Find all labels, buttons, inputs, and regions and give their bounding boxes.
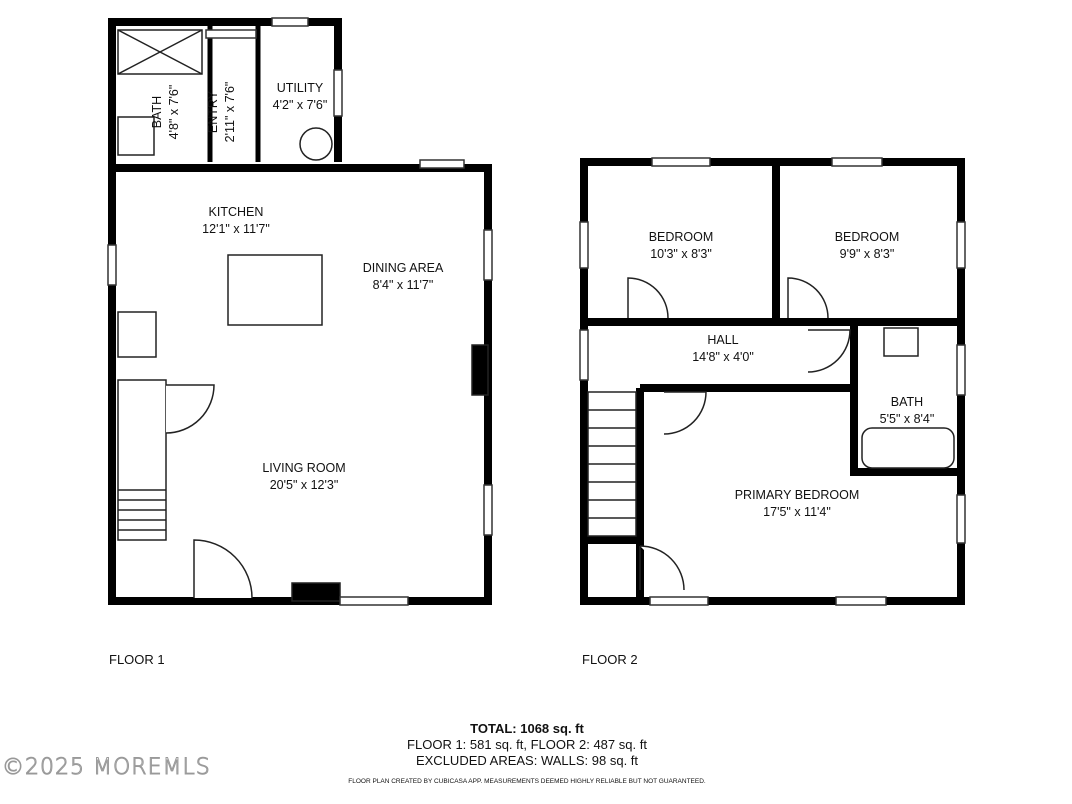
- room-label-living-room: LIVING ROOM 20'5" x 12'3": [262, 460, 345, 494]
- disclaimer: FLOOR PLAN CREATED BY CUBICASA APP. MEAS…: [348, 778, 706, 785]
- room-dims: 10'3" x 8'3": [650, 247, 712, 261]
- room-name: DINING AREA: [362, 261, 444, 275]
- room-name: BATH: [890, 395, 924, 409]
- room-label-bedroom-1: BEDROOM 10'3" x 8'3": [649, 229, 714, 263]
- stove: [117, 311, 157, 358]
- room-name: BATH: [150, 95, 164, 129]
- room-name: BEDROOM: [648, 230, 714, 244]
- excluded-areas: EXCLUDED AREAS: WALLS: 98 sq. ft: [415, 753, 639, 768]
- room-label-dining-area: DINING AREA 8'4" x 11'7": [363, 260, 444, 294]
- room-name: UTILITY: [276, 81, 324, 95]
- room-dims: 20'5" x 12'3": [269, 478, 339, 492]
- watermark: ©2025 MOREMLS: [2, 755, 211, 781]
- total-area: TOTAL: 1068 sq. ft: [470, 721, 584, 736]
- room-dims: 4'2" x 7'6": [272, 98, 328, 112]
- room-label-hall: HALL 14'8" x 4'0": [692, 332, 754, 366]
- room-dims: 8'4" x 11'7": [372, 278, 434, 292]
- floor-2-walls: [580, 158, 965, 605]
- room-name: LIVING ROOM: [262, 461, 346, 475]
- floor-2-windows: [579, 157, 966, 606]
- floor-areas: FLOOR 1: 581 sq. ft, FLOOR 2: 487 sq. ft: [407, 737, 647, 752]
- room-dims: 14'8" x 4'0": [692, 350, 754, 364]
- room-name: HALL: [707, 333, 739, 347]
- floor-1-label: FLOOR 1: [109, 652, 165, 667]
- room-dims: 9'9" x 8'3": [839, 247, 895, 261]
- floor-1-details: [117, 29, 489, 602]
- room-name: KITCHEN: [208, 205, 264, 219]
- room-dims: 5'5" x 8'4": [879, 412, 935, 426]
- room-name: BEDROOM: [834, 230, 900, 244]
- room-dims: 17'5" x 11'4": [763, 505, 831, 519]
- room-dims: 12'1" x 11'7": [202, 222, 270, 236]
- room-label-bedroom-2: BEDROOM 9'9" x 8'3": [835, 229, 900, 263]
- floor-2-label: FLOOR 2: [582, 652, 638, 667]
- room-dims: 4'8" x 7'6": [167, 84, 181, 140]
- room-name: PRIMARY BEDROOM: [734, 488, 860, 502]
- room-label-bath-2: BATH 5'5" x 8'4": [880, 394, 935, 428]
- floor-1-windows: [107, 17, 493, 606]
- room-name: ENTRY: [206, 90, 220, 134]
- room-label-kitchen: KITCHEN 12'1" x 11'7": [202, 204, 270, 238]
- kitchen-island: [227, 254, 323, 326]
- room-dims: 2'11" x 7'6": [223, 81, 237, 143]
- floor-2-details: [587, 277, 955, 591]
- stairs: [117, 379, 167, 541]
- room-label-primary-bedroom: PRIMARY BEDROOM 17'5" x 11'4": [735, 487, 860, 521]
- room-label-utility: UTILITY 4'2" x 7'6": [273, 80, 328, 114]
- front-door: [193, 539, 253, 599]
